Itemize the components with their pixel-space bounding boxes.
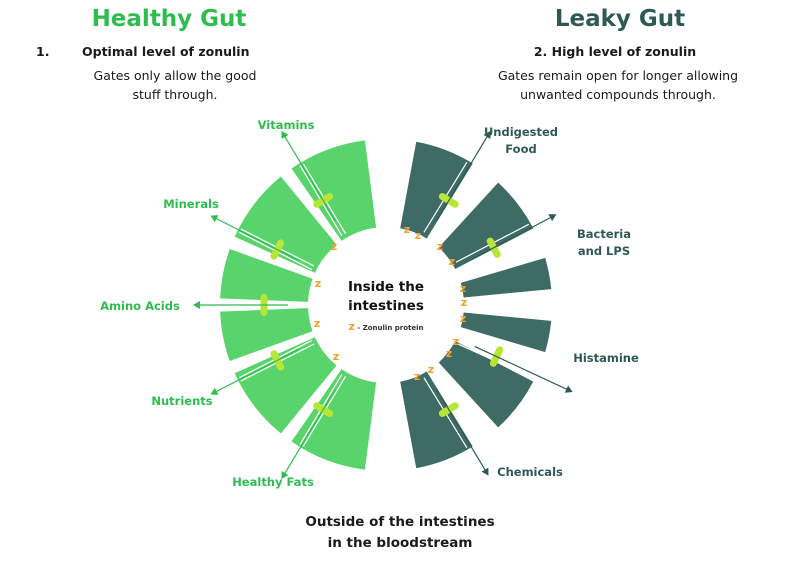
flow-arrow [210, 348, 299, 395]
healthy-wall-segment [234, 176, 337, 273]
zonulin-marker: z [449, 255, 455, 268]
zonulin-marker: z [461, 296, 467, 309]
healthy-wall-segment [291, 369, 377, 470]
healthy-desc-line2: stuff through. [132, 87, 218, 102]
zonulin-marker: z [314, 317, 320, 330]
leaky-wall-segment [460, 312, 552, 353]
healthy-wall-segment [234, 337, 337, 434]
bottom-caption-line1: Outside of the intestines [305, 514, 495, 530]
leaky-label-4-line-1: Chemicals [497, 465, 563, 479]
center-title-line2: intestines [348, 298, 424, 314]
zonulin-marker: z [333, 350, 339, 363]
zonulin-marker: z [428, 363, 434, 376]
healthy-description: Gates only allow the good stuff through. [60, 66, 290, 104]
leaky-label-1-line-1: Undigested [484, 125, 558, 139]
healthy-label-5: Healthy Fats [232, 475, 314, 489]
healthy-wall-segment [220, 249, 313, 302]
zonulin-legend-text: - Zonulin protein [355, 324, 424, 332]
leaky-wall-segment [438, 182, 534, 269]
healthy-gut-title: Healthy Gut [91, 6, 247, 32]
flow-arrow [281, 130, 337, 222]
healthy-label-1: Vitamins [258, 118, 315, 132]
leaky-description: Gates remain open for longer allowing un… [478, 66, 758, 104]
leaky-wall-segment [460, 257, 552, 298]
leaky-gut-title: Leaky Gut [554, 6, 686, 32]
zonulin-legend-symbol: z [348, 320, 354, 333]
zonulin-marker: z [460, 282, 466, 295]
healthy-label-2: Minerals [163, 197, 219, 211]
leaky-subtitle: 2. High level of zonulin [533, 44, 697, 59]
zonulin-marker: z [315, 277, 321, 290]
zonulin-marker: z [460, 312, 466, 325]
flow-arrow [474, 345, 573, 393]
zonulin-marker: z [414, 370, 420, 383]
leaky-wall-segment [400, 371, 473, 469]
gate-channels [193, 130, 573, 480]
leaky-wall-segment [400, 141, 473, 239]
zonulin-marker: z [331, 240, 337, 253]
zonulin-marker: z [446, 347, 452, 360]
center-title-line1: Inside the [348, 279, 424, 295]
healthy-label-3: Amino Acids [100, 299, 180, 313]
leaky-label-1-line-2: Food [505, 142, 536, 156]
flow-arrow [435, 388, 489, 476]
zonulin-marker: z [437, 240, 443, 253]
leaky-desc-line1: Gates remain open for longer allowing [497, 68, 739, 83]
healthy-subtitle: Optimal level of zonulin [82, 44, 250, 59]
flow-arrow [281, 388, 337, 480]
healthy-wall-segment [220, 308, 313, 361]
intestine-ring [220, 140, 552, 470]
leaky-label-2-line-2: and LPS [578, 244, 630, 258]
leaky-desc-line2: unwanted compounds through. [520, 87, 716, 102]
zonulin-marker: z [415, 229, 421, 242]
leaky-label-3-line-1: Histamine [573, 351, 639, 365]
flow-arrow [210, 215, 299, 262]
healthy-desc-line1: Gates only allow the good [93, 68, 257, 83]
healthy-wall-segment [291, 140, 377, 241]
zonulin-marker: z [453, 335, 459, 348]
leaky-wall-segment [438, 341, 534, 428]
healthy-number: 1. [36, 44, 50, 59]
zonulin-marker: z [404, 223, 410, 236]
zonulin-legend: z - Zonulin protein [348, 320, 423, 333]
bottom-caption: Outside of the intestines in the bloodst… [290, 512, 510, 554]
healthy-label-4: Nutrients [151, 394, 212, 408]
flow-arrow [435, 130, 491, 222]
leaky-label-2-line-1: Bacteria [577, 227, 631, 241]
bottom-caption-line2: in the bloodstream [327, 535, 473, 551]
flow-arrow [472, 214, 557, 260]
